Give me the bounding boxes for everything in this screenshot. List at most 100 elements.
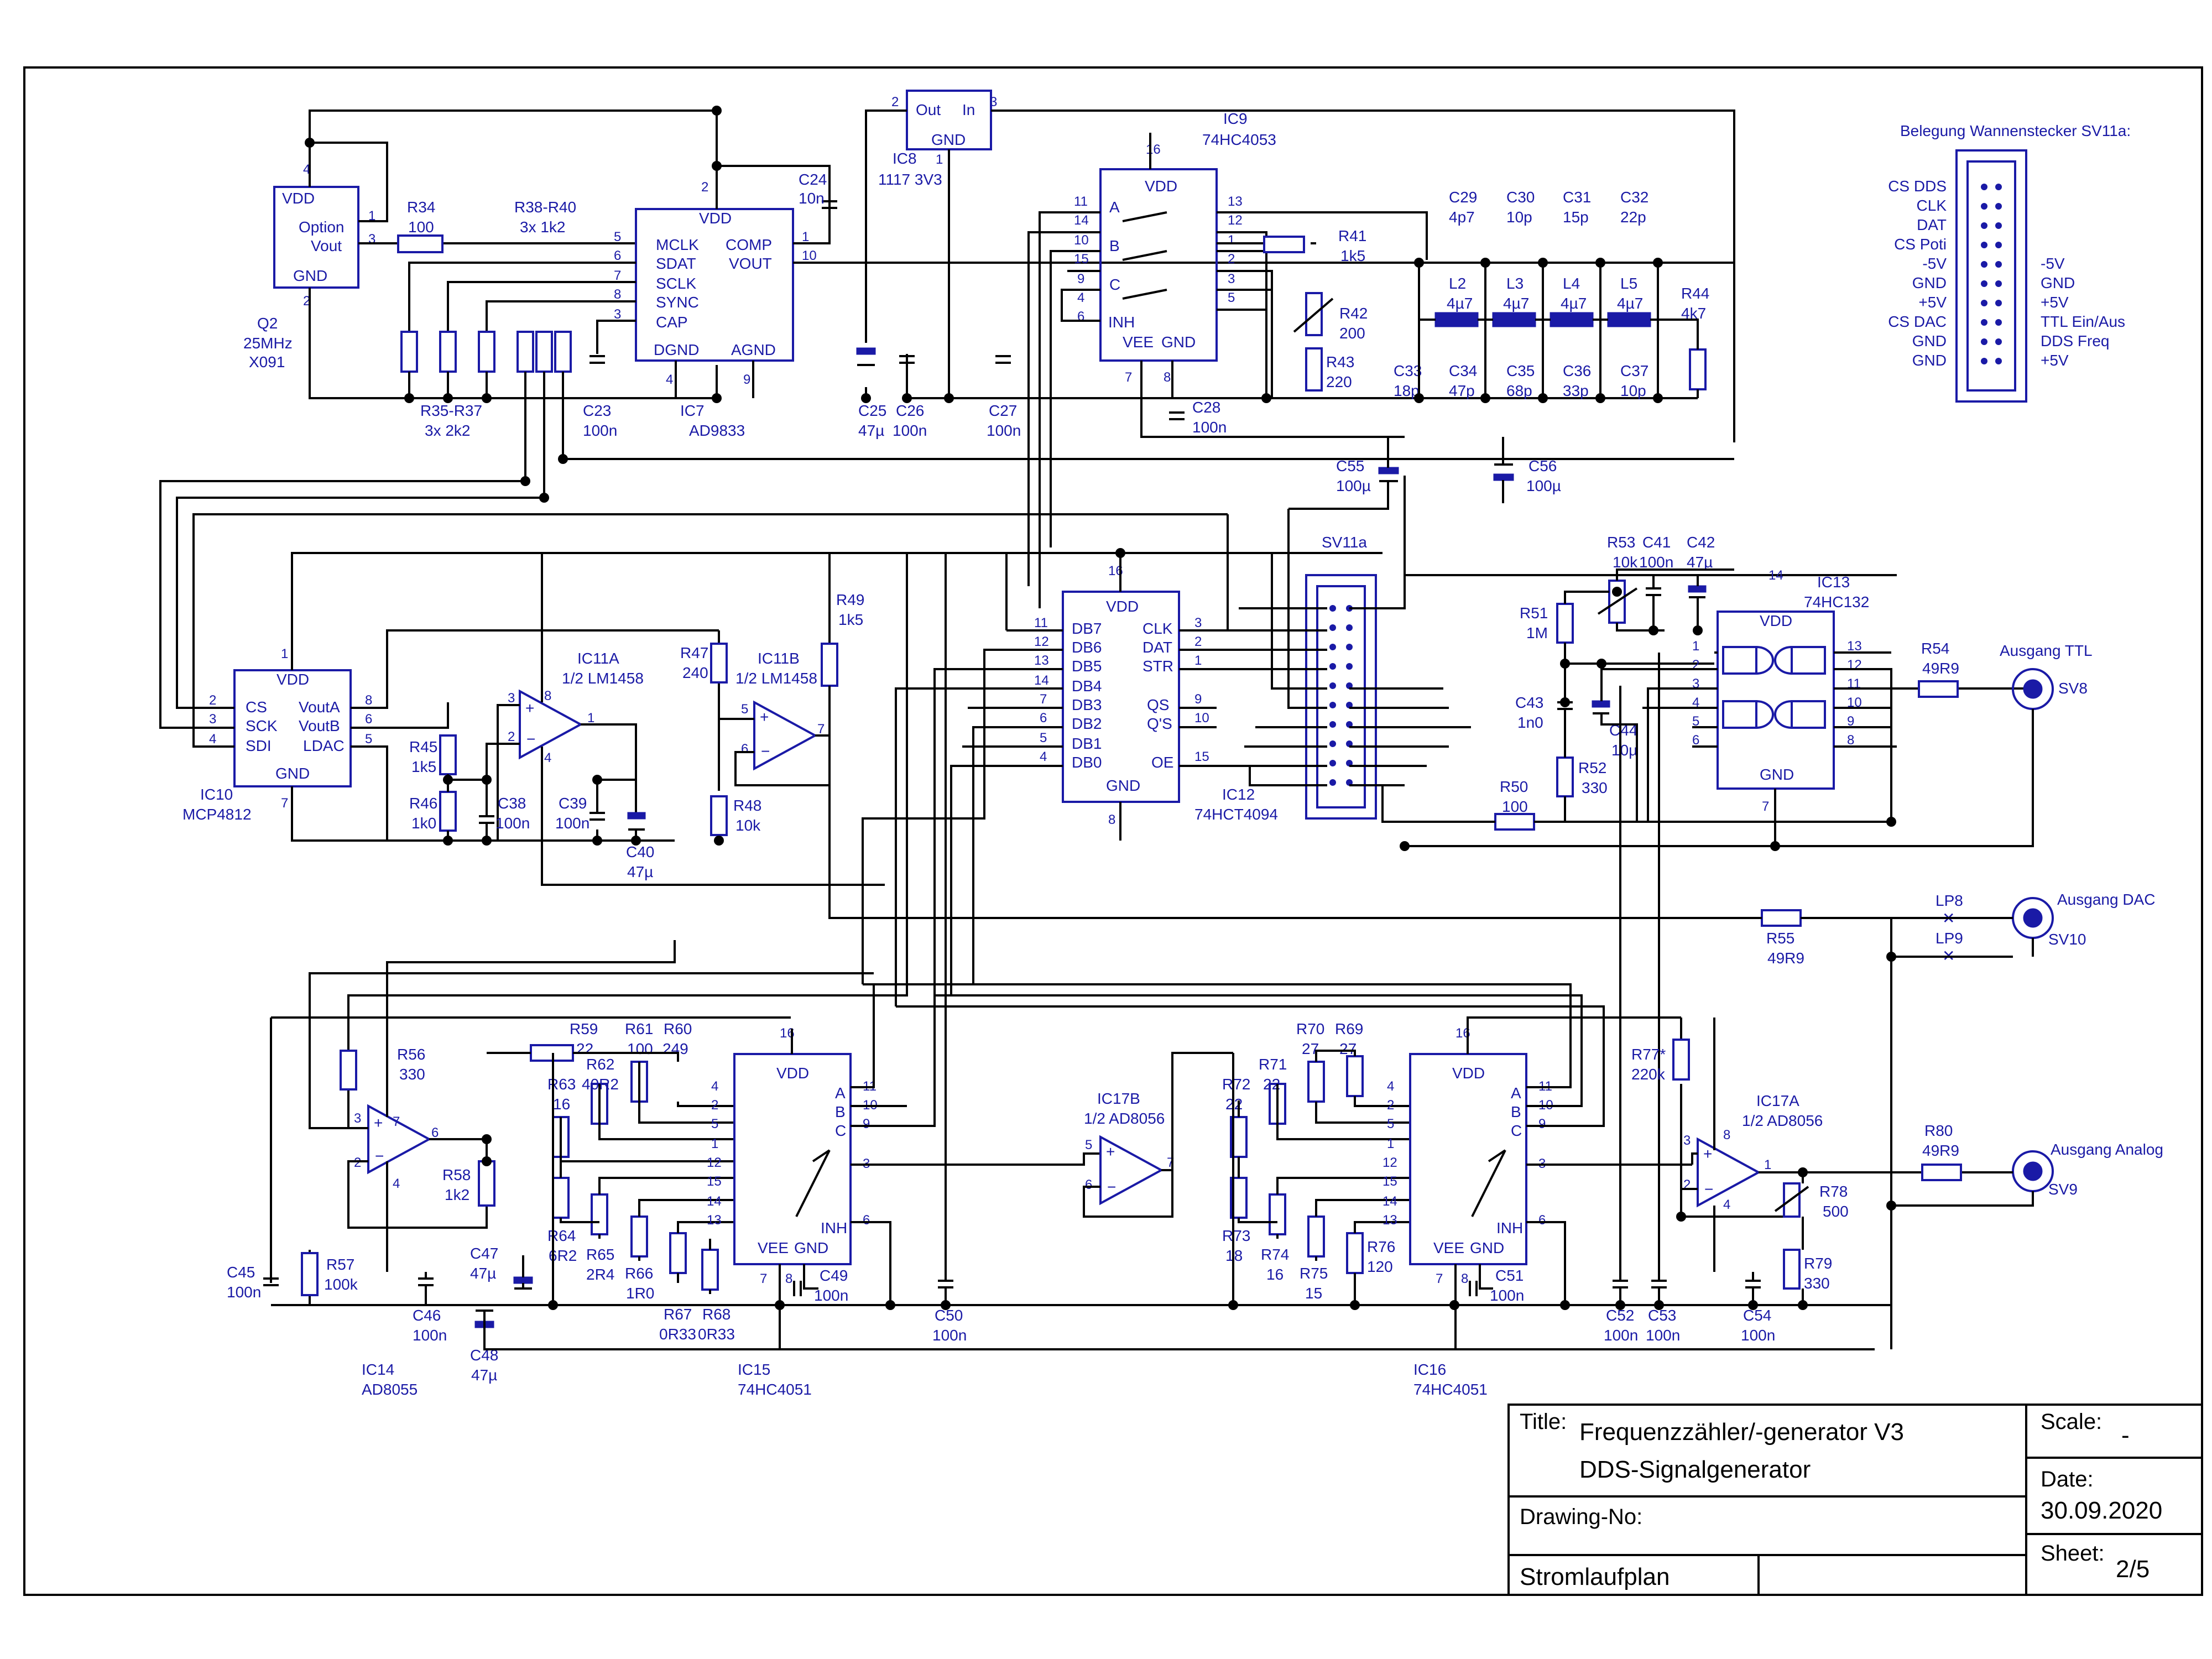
pinout-left-label: -5V	[1922, 255, 1947, 272]
title-block: Title: Frequenzzähler/-generator V3 DDS-…	[1507, 1404, 2203, 1596]
svg-text:SCLK: SCLK	[656, 275, 696, 292]
svg-text:16: 16	[1266, 1266, 1284, 1283]
junction-dot	[1595, 393, 1605, 403]
sv11a-pin	[1346, 663, 1353, 670]
svg-text:4µ7: 4µ7	[1447, 295, 1473, 312]
svg-text:R59: R59	[570, 1020, 598, 1037]
svg-text:1: 1	[1387, 1136, 1394, 1151]
svg-text:25MHz: 25MHz	[243, 335, 293, 352]
svg-text:1k5: 1k5	[838, 611, 863, 628]
svg-text:8: 8	[1108, 812, 1115, 827]
svg-text:Ausgang TTL: Ausgang TTL	[2000, 642, 2093, 659]
junction-dot	[1770, 841, 1780, 851]
svg-text:8: 8	[1847, 733, 1854, 748]
svg-text:10µ: 10µ	[1611, 742, 1637, 759]
svg-text:−: −	[761, 743, 770, 760]
svg-text:C23: C23	[583, 402, 611, 419]
junction-dot	[1676, 1212, 1686, 1222]
svg-text:6: 6	[1538, 1213, 1546, 1228]
svg-text:INH: INH	[1496, 1219, 1523, 1237]
junction-dot	[1748, 1300, 1758, 1310]
svg-text:R65: R65	[586, 1246, 614, 1263]
svg-text:8: 8	[785, 1271, 792, 1286]
pinout-pin	[1981, 280, 1987, 287]
svg-text:Vout: Vout	[311, 237, 342, 254]
junction-dot	[1350, 1300, 1360, 1310]
svg-text:C25: C25	[858, 402, 886, 419]
svg-text:L5: L5	[1620, 275, 1637, 292]
svg-text:1/2 LM1458: 1/2 LM1458	[735, 670, 817, 687]
svg-text:IC10: IC10	[200, 786, 233, 803]
svg-text:74HC132: 74HC132	[1804, 593, 1869, 611]
junction-dot	[712, 106, 722, 116]
svg-text:VOUT: VOUT	[729, 255, 772, 272]
svg-text:100n: 100n	[495, 815, 530, 832]
svg-text:5: 5	[1040, 731, 1047, 745]
junction-dots	[305, 106, 1896, 1310]
svg-text:1k5: 1k5	[1340, 247, 1365, 264]
svg-text:100µ: 100µ	[1336, 477, 1371, 494]
pinout-pin	[1995, 261, 2002, 268]
sv11a-pin	[1329, 663, 1336, 670]
svg-text:2: 2	[711, 1098, 718, 1113]
svg-text:1k5: 1k5	[411, 758, 436, 775]
title-line-1: Frequenzzähler/-generator V3	[1579, 1418, 1904, 1446]
svg-text:C: C	[1511, 1122, 1522, 1139]
svg-text:R69: R69	[1335, 1020, 1363, 1037]
svg-text:8: 8	[1461, 1271, 1468, 1286]
svg-text:1/2 AD8056: 1/2 AD8056	[1742, 1112, 1823, 1129]
svg-text:49R9: 49R9	[1767, 950, 1804, 967]
svg-text:AGND: AGND	[731, 341, 776, 358]
svg-text:13: 13	[707, 1213, 722, 1228]
svg-text:INH: INH	[1108, 314, 1135, 331]
svg-text:R47: R47	[680, 644, 708, 661]
svg-text:SCK: SCK	[246, 717, 278, 734]
svg-text:C31: C31	[1563, 189, 1591, 206]
svg-text:−: −	[526, 731, 535, 748]
ic8-regulator: Out In GND IC8 1117 3V3 2 3 1	[878, 90, 997, 188]
connector-pinout-legend: Belegung Wannenstecker SV11a: CS DDSCLKD…	[1888, 122, 2131, 403]
junction-dot	[482, 1156, 492, 1166]
pinout-pin	[1995, 300, 2002, 306]
junction-dot	[1560, 659, 1570, 669]
junction-dot	[1886, 817, 1896, 827]
svg-text:10p: 10p	[1506, 208, 1532, 226]
svg-text:+: +	[760, 708, 769, 726]
pinout-right-label: +5V	[2041, 352, 2069, 369]
svg-text:1: 1	[936, 152, 943, 167]
junction-dot	[775, 1300, 785, 1310]
svg-text:R72: R72	[1222, 1076, 1250, 1093]
svg-text:3x 2k2: 3x 2k2	[425, 422, 471, 439]
svg-text:2: 2	[1228, 252, 1235, 267]
junction-dot	[592, 836, 602, 846]
ic10-mcp4812: VDD CS SCK SDI GND VoutA VoutB LDAC IC10…	[182, 646, 372, 823]
svg-text:R56: R56	[397, 1046, 425, 1063]
pinout-pin	[1995, 280, 2002, 287]
svg-text:1: 1	[368, 208, 375, 223]
svg-text:1: 1	[1764, 1157, 1771, 1172]
svg-text:1: 1	[587, 711, 594, 726]
svg-text:R70: R70	[1296, 1020, 1324, 1037]
ic11a: +− IC11A 1/2 LM1458 3 2 1 8 4	[508, 650, 644, 765]
svg-text:14: 14	[1034, 673, 1049, 688]
svg-text:8: 8	[544, 688, 551, 703]
pinout-pin	[1981, 242, 1987, 248]
svg-text:100n: 100n	[1639, 554, 1673, 571]
svg-text:SDAT: SDAT	[656, 255, 696, 272]
junction-dot	[443, 775, 453, 785]
svg-text:100n: 100n	[987, 422, 1021, 439]
svg-text:1/2 LM1458: 1/2 LM1458	[562, 670, 644, 687]
svg-text:IC17B: IC17B	[1097, 1090, 1140, 1107]
svg-text:6: 6	[1692, 733, 1699, 748]
junction-dot	[1414, 393, 1424, 403]
drawing-no-label: Drawing-No:	[1520, 1505, 1642, 1529]
svg-text:1/2 AD8056: 1/2 AD8056	[1084, 1110, 1165, 1127]
svg-text:SV9: SV9	[2048, 1181, 2078, 1198]
svg-text:CAP: CAP	[656, 314, 688, 331]
svg-text:1k0: 1k0	[411, 815, 436, 832]
scale-value: -	[2121, 1422, 2130, 1449]
svg-text:+: +	[374, 1114, 383, 1131]
pinout-left-label: CS Poti	[1894, 236, 1947, 253]
